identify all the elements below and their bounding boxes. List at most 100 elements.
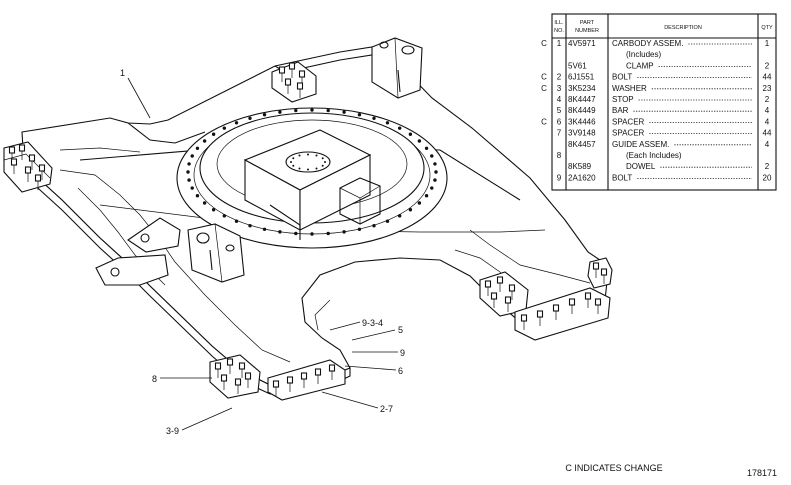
ring-bolt-hole bbox=[294, 108, 298, 113]
description: WASHER bbox=[612, 84, 647, 93]
ring-bolt-hole bbox=[433, 178, 437, 182]
box-bolt-hole bbox=[292, 157, 295, 160]
quantity: 23 bbox=[763, 84, 772, 93]
description: BOLT bbox=[612, 173, 632, 182]
bolt-head bbox=[536, 310, 544, 318]
guide-assembly-right-rear bbox=[587, 257, 613, 289]
description: CARBODY ASSEM. bbox=[612, 39, 683, 48]
part-number: 3K4446 bbox=[568, 117, 596, 126]
bolt-head bbox=[594, 298, 602, 306]
ring-bolt-hole bbox=[357, 113, 362, 117]
description: (Each Includes) bbox=[626, 151, 682, 160]
callout-leaders bbox=[127, 77, 398, 431]
box-bolt-hole bbox=[307, 153, 309, 156]
ring-bolt-hole bbox=[326, 231, 330, 236]
ring-bolt-hole bbox=[424, 146, 429, 150]
bolt-head bbox=[10, 158, 18, 166]
bolt-head bbox=[600, 268, 608, 276]
ring-bolt-hole bbox=[187, 162, 191, 166]
guide-assembly-right bbox=[514, 287, 611, 341]
ill-no: 2 bbox=[557, 73, 562, 82]
ring-bolt-hole bbox=[326, 108, 330, 113]
quantity: 4 bbox=[765, 106, 770, 115]
description: GUIDE ASSEM. bbox=[612, 140, 669, 149]
quantity: 20 bbox=[763, 173, 772, 182]
ill-no: 4 bbox=[557, 95, 562, 104]
change-marker: C bbox=[541, 73, 547, 82]
bolt-head bbox=[504, 296, 512, 304]
callout-9: 9 bbox=[400, 348, 405, 358]
bolt-head bbox=[552, 304, 560, 312]
ring-bolt-hole bbox=[211, 208, 216, 212]
guide-assembly-front-center bbox=[267, 359, 346, 401]
rear-bracket bbox=[371, 37, 423, 99]
table-row: 8(Each Includes) bbox=[557, 151, 682, 160]
ring-bolt-hole bbox=[222, 126, 227, 130]
callout-2-7: 2-7 bbox=[380, 404, 393, 414]
bolt-head bbox=[288, 62, 296, 70]
quantity: 2 bbox=[765, 95, 770, 104]
description: SPACER bbox=[612, 117, 645, 126]
bolt-head bbox=[226, 358, 234, 366]
bolt-head bbox=[284, 78, 292, 86]
box-bolt-hole bbox=[298, 167, 301, 170]
change-marker: C bbox=[541, 84, 547, 93]
ring-bolt-hole bbox=[234, 219, 239, 223]
ring-bolt-hole bbox=[424, 194, 429, 198]
bolt-head bbox=[568, 298, 576, 306]
callout-5: 5 bbox=[398, 325, 403, 335]
ring-bolt-hole bbox=[190, 154, 194, 158]
header-ill-line2: NO. bbox=[554, 28, 564, 34]
bolt-head bbox=[584, 292, 592, 300]
ring-bolt-hole bbox=[202, 139, 207, 143]
ring-bolt-hole bbox=[248, 116, 252, 121]
figure-number: 178171 bbox=[747, 468, 777, 478]
guide-assembly-front-right bbox=[479, 271, 529, 317]
ring-bolt-hole bbox=[222, 214, 227, 218]
description: BAR bbox=[612, 106, 629, 115]
box-bolt-hole bbox=[307, 168, 309, 171]
part-number: 4V5971 bbox=[568, 39, 596, 48]
change-marker: C bbox=[541, 39, 547, 48]
ring-bolt-hole bbox=[397, 214, 402, 218]
ill-no: 7 bbox=[557, 129, 562, 138]
ring-bolt-hole bbox=[310, 232, 314, 236]
box-bolt-hole bbox=[315, 154, 318, 157]
part-number: 3V9148 bbox=[568, 129, 596, 138]
ring-bolt-hole bbox=[248, 223, 252, 228]
header-part-line1: PART bbox=[580, 20, 595, 26]
callout-1: 1 bbox=[120, 68, 125, 78]
ring-bolt-hole bbox=[195, 194, 200, 198]
ring-bolt-hole bbox=[234, 121, 239, 125]
stop-plate bbox=[95, 217, 181, 286]
ring-bolt-hole bbox=[262, 227, 267, 231]
ring-bolt-hole bbox=[385, 219, 390, 223]
part-number: 5V61 bbox=[568, 61, 587, 70]
side-bracket bbox=[187, 223, 245, 283]
ring-bolt-hole bbox=[430, 154, 434, 158]
box-bolt-hole bbox=[321, 157, 324, 160]
quantity: 4 bbox=[765, 140, 770, 149]
bolt-head bbox=[34, 174, 42, 182]
part-number: 8K4447 bbox=[568, 95, 596, 104]
description: DOWEL bbox=[626, 162, 656, 171]
ring-bolt-hole bbox=[397, 126, 402, 130]
guide-assembly-rear-right bbox=[271, 61, 317, 103]
ill-no: 6 bbox=[557, 117, 562, 126]
ring-bolt-hole bbox=[372, 116, 376, 121]
part-number: 6J1551 bbox=[568, 73, 595, 82]
bolt-head bbox=[314, 368, 322, 376]
ill-no: 5 bbox=[557, 106, 562, 115]
box-bolt-hole bbox=[324, 161, 326, 163]
bolt-head bbox=[300, 372, 308, 380]
box-bolt-hole bbox=[292, 164, 295, 167]
description: SPACER bbox=[612, 129, 645, 138]
bolt-head bbox=[278, 66, 286, 74]
